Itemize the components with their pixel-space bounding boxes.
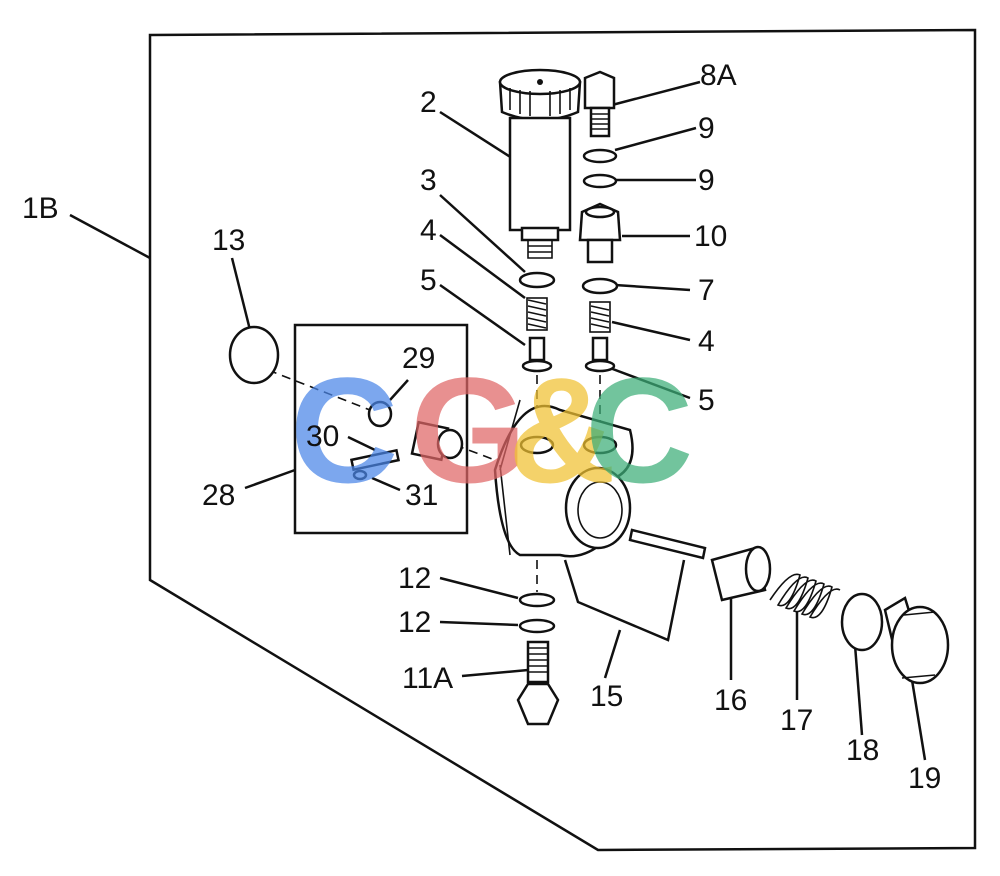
label-30: 30: [306, 420, 339, 453]
inset-washer-part: [367, 400, 393, 428]
rod-part: [628, 528, 707, 560]
label-2: 2: [420, 86, 437, 119]
label-15: 15: [590, 680, 623, 713]
label-3: 3: [420, 164, 437, 197]
label-11A: 11A: [402, 662, 453, 695]
oring-part-2: [518, 618, 556, 634]
spring-part-2: [590, 305, 610, 329]
label-4-second: 4: [698, 325, 715, 358]
leader-lines: [69, 80, 927, 761]
label-28: 28: [202, 479, 235, 512]
filter-bowl-part: [498, 68, 582, 259]
bolt-part: [516, 640, 560, 726]
label-18: 18: [846, 734, 879, 767]
valve-part-2: [584, 336, 616, 373]
label-31: 31: [405, 479, 438, 512]
gasket-part: [518, 271, 556, 289]
callout-labels: 1B 2 3 4 5 8A 9 9 10 7 4 5 13 29 30 31 2…: [22, 59, 941, 795]
gasket-part-2: [581, 277, 619, 295]
watermark-letter-3: &: [508, 346, 616, 514]
label-4: 4: [420, 214, 437, 247]
label-12-second: 12: [398, 606, 431, 639]
label-19: 19: [908, 762, 941, 795]
valve-part: [521, 336, 553, 373]
label-29: 29: [402, 342, 435, 375]
label-12: 12: [398, 562, 431, 595]
inset-plunger-part: [410, 420, 464, 462]
oring-part: [518, 592, 556, 608]
plug-part: [883, 596, 950, 685]
large-gasket-part: [840, 592, 884, 652]
label-10: 10: [694, 220, 727, 253]
inset-pin-part: [349, 448, 401, 481]
watermark: C G & C: [290, 346, 693, 514]
pump-body-part: [493, 399, 634, 558]
watermark-letter-1: C: [290, 346, 398, 514]
label-9-second: 9: [698, 164, 715, 197]
watermark-letter-2: G: [410, 346, 527, 514]
banjo-bolt-part: [583, 70, 616, 138]
label-7: 7: [698, 274, 715, 307]
assembly-frame: [148, 28, 977, 852]
inset-box: [293, 323, 469, 535]
label-9: 9: [698, 112, 715, 145]
label-8A: 8A: [700, 59, 737, 92]
union-part: [578, 202, 622, 264]
sleeve-part: [710, 545, 772, 602]
spring-part: [527, 299, 547, 329]
label-16: 16: [714, 684, 747, 717]
label-13: 13: [212, 224, 245, 257]
large-spring-part: [769, 573, 841, 619]
label-5-second: 5: [698, 384, 715, 417]
washer-part-2: [582, 173, 618, 189]
label-17: 17: [780, 704, 813, 737]
label-5: 5: [420, 264, 437, 297]
label-1B: 1B: [22, 192, 59, 225]
watermark-letter-4: C: [585, 346, 693, 514]
ring-part: [228, 325, 280, 385]
washer-part: [582, 148, 618, 164]
